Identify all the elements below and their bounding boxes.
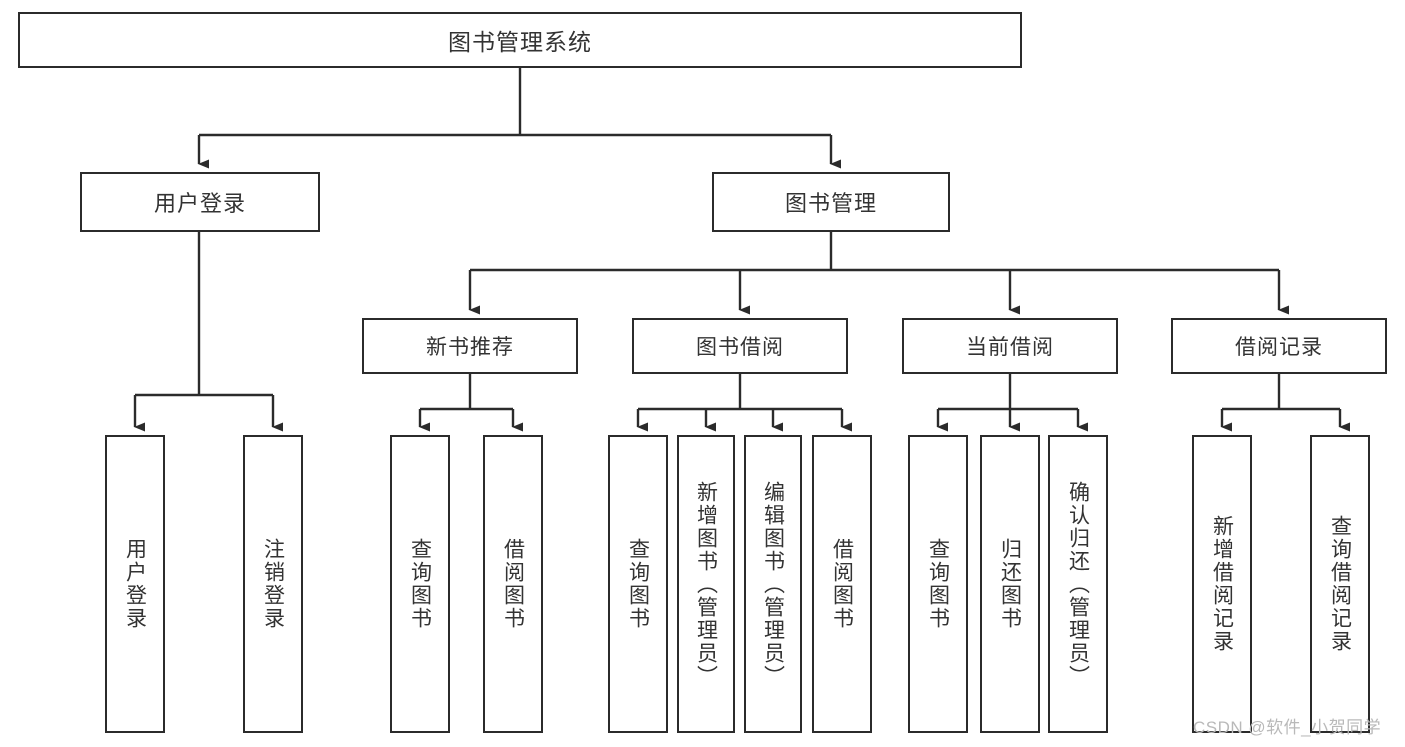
leaf-borrow-query-book[interactable]: 查询图书 [608, 435, 668, 733]
node-user-login[interactable]: 用户登录 [80, 172, 320, 232]
leaf-logout-label: 注销登录 [261, 538, 285, 630]
leaf-borrow-book[interactable]: 借阅图书 [812, 435, 872, 733]
leaf-new-borrow-book[interactable]: 借阅图书 [483, 435, 543, 733]
leaf-add-borrow-record-label: 新增借阅记录 [1210, 515, 1234, 653]
leaf-new-borrow-book-label: 借阅图书 [501, 538, 525, 630]
leaf-current-query-book[interactable]: 查询图书 [908, 435, 968, 733]
leaf-query-borrow-record[interactable]: 查询借阅记录 [1310, 435, 1370, 733]
leaf-confirm-return-admin[interactable]: 确认归还（管理员） [1048, 435, 1108, 733]
leaf-user-login[interactable]: 用户登录 [105, 435, 165, 733]
leaf-return-book[interactable]: 归还图书 [980, 435, 1040, 733]
leaf-borrow-book-label: 借阅图书 [830, 538, 854, 630]
node-new-book-recommend-label: 新书推荐 [426, 336, 514, 359]
node-current-borrow[interactable]: 当前借阅 [902, 318, 1118, 374]
node-borrow-record[interactable]: 借阅记录 [1171, 318, 1387, 374]
leaf-borrow-query-book-label: 查询图书 [626, 538, 650, 630]
leaf-add-book-admin[interactable]: 新增图书（管理员） [677, 435, 735, 733]
leaf-user-login-label: 用户登录 [123, 538, 147, 630]
node-new-book-recommend[interactable]: 新书推荐 [362, 318, 578, 374]
leaf-confirm-return-admin-label: 确认归还（管理员） [1066, 480, 1090, 688]
node-current-borrow-label: 当前借阅 [966, 336, 1054, 359]
node-book-management-label: 图书管理 [784, 191, 877, 216]
node-root-label: 图书管理系统 [448, 29, 592, 55]
leaf-logout[interactable]: 注销登录 [243, 435, 303, 733]
node-book-borrow-label: 图书借阅 [696, 336, 784, 359]
csdn-watermark: CSDN @软件_小贺同学 [1193, 718, 1382, 737]
leaf-current-query-book-label: 查询图书 [926, 538, 950, 630]
leaf-new-query-book-label: 查询图书 [408, 538, 432, 630]
leaf-add-borrow-record[interactable]: 新增借阅记录 [1192, 435, 1252, 733]
leaf-add-book-admin-label: 新增图书（管理员） [694, 480, 718, 688]
leaf-new-query-book[interactable]: 查询图书 [390, 435, 450, 733]
node-root[interactable]: 图书管理系统 [18, 12, 1022, 68]
node-user-login-label: 用户登录 [153, 191, 246, 216]
node-book-borrow[interactable]: 图书借阅 [632, 318, 848, 374]
leaf-return-book-label: 归还图书 [998, 538, 1022, 630]
leaf-query-borrow-record-label: 查询借阅记录 [1328, 515, 1352, 653]
node-borrow-record-label: 借阅记录 [1235, 336, 1323, 359]
leaf-edit-book-admin[interactable]: 编辑图书（管理员） [744, 435, 802, 733]
leaf-edit-book-admin-label: 编辑图书（管理员） [761, 480, 785, 688]
node-book-management[interactable]: 图书管理 [712, 172, 950, 232]
